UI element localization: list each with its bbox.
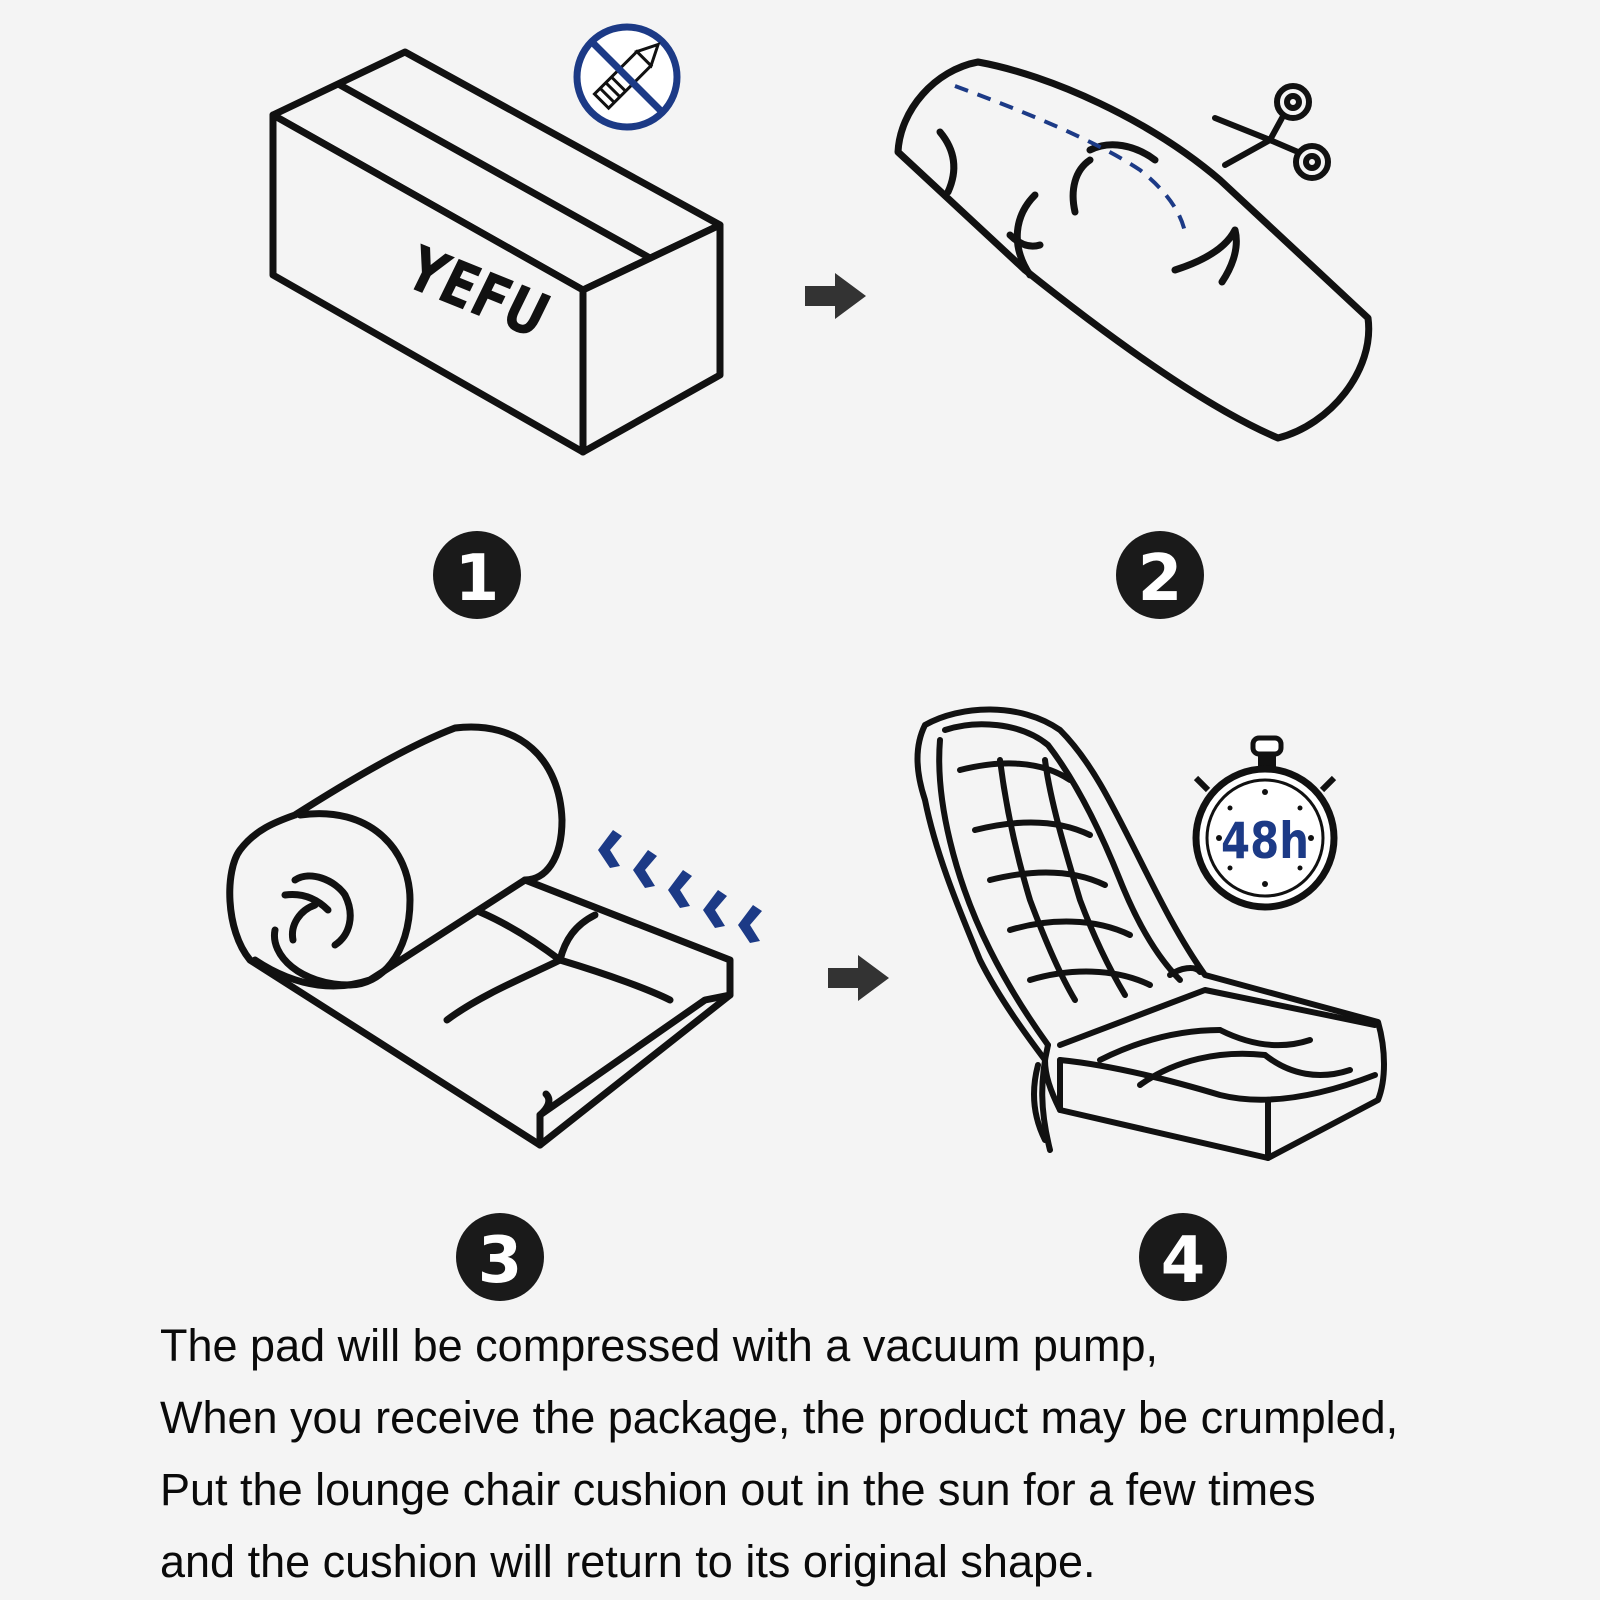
scissors-icon	[1212, 83, 1331, 181]
svg-text:4: 4	[1161, 1224, 1206, 1298]
instruction-caption: The pad will be compressed with a vacuum…	[160, 1310, 1580, 1598]
step-badge-4: 4	[1139, 1213, 1227, 1301]
no-knife-icon	[573, 23, 681, 131]
svg-text:2: 2	[1138, 542, 1183, 616]
caption-line-3: Put the lounge chair cushion out in the …	[160, 1464, 1316, 1515]
timer-label: 48h	[1221, 812, 1309, 870]
step-badge-2: 2	[1116, 531, 1204, 619]
step-badge-3: 3	[456, 1213, 544, 1301]
step-2-bagged-cushion-illustration	[894, 58, 1373, 442]
step-4-chair-cushion-illustration	[914, 706, 1387, 1161]
svg-text:1: 1	[455, 542, 500, 616]
stopwatch-icon: 48h	[1192, 735, 1338, 911]
caption-line-1: The pad will be compressed with a vacuum…	[160, 1320, 1158, 1371]
step-3-unrolling-cushion-illustration	[226, 723, 734, 1149]
vacuum-chevrons-icon	[598, 830, 762, 943]
caption-line-4: and the cushion will return to its origi…	[160, 1536, 1096, 1587]
arrow-right-icon	[805, 273, 866, 319]
step-badge-1: 1	[433, 531, 521, 619]
svg-text:3: 3	[478, 1224, 523, 1298]
caption-line-2: When you receive the package, the produc…	[160, 1392, 1399, 1443]
step-1-box-illustration	[269, 48, 724, 456]
arrow-right-icon	[828, 955, 889, 1001]
cut-line	[954, 84, 1187, 233]
